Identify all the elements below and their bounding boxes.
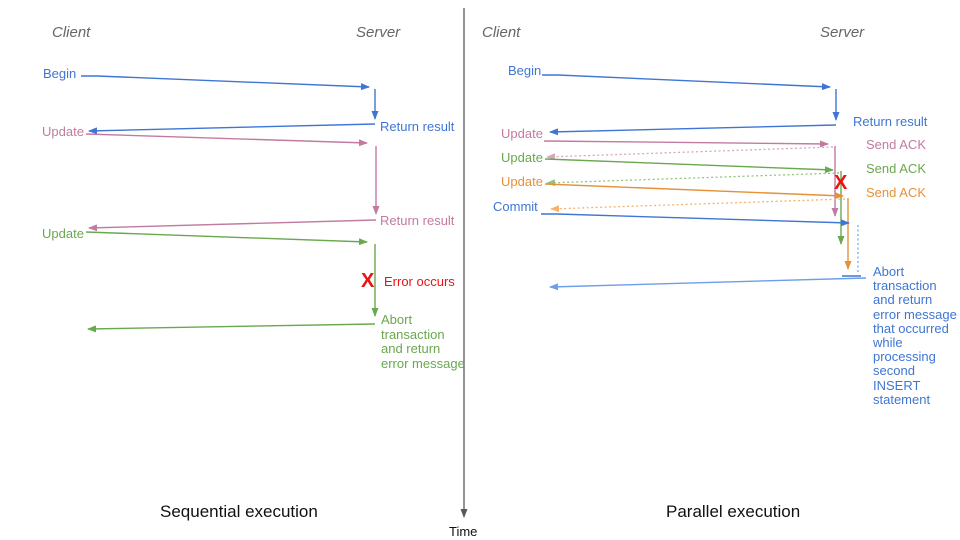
right-begin-request-arrow [542,74,831,91]
right-begin-label: Begin [508,63,542,78]
left-diagram-title: Sequential execution [160,502,318,521]
right-send-ack2-label: Send ACK [866,161,926,176]
left-abort-note: Abort transaction and return error messa… [381,312,465,371]
right-update1-request-arrow [543,140,829,148]
right-return-result-arrow [549,124,837,136]
left-return-result2-arrow [88,219,377,232]
left-server-header: Server [356,24,401,41]
right-update2-label: Update [501,150,543,165]
right-commit-label: Commit [493,199,538,214]
left-client-header: Client [52,24,91,41]
right-diagram-title: Parallel execution [666,502,801,521]
right-commit-request-arrow [541,213,850,227]
right-send-ack3-label: Send ACK [866,185,926,200]
right-client-header: Client [482,24,521,41]
right-update1-label: Update [501,126,543,141]
left-update1-request-arrow [85,133,368,147]
right-update2-request-arrow [544,158,834,174]
time-axis-label: Time [449,524,478,539]
left-return-result1-arrow [88,123,376,135]
left-abort-return-arrow [87,323,376,333]
right-send-ack1-arrow [546,146,834,161]
right-abort-return-arrow [549,277,867,291]
right-update3-label: Update [501,174,543,189]
right-send-ack3-arrow [550,198,846,213]
right-return-result-label: Return result [853,114,928,129]
left-return-result1-label: Return result [380,119,455,134]
right-update3-request-arrow [544,183,844,200]
left-update2-request-arrow [85,231,368,246]
left-update2-label: Update [42,226,84,241]
left-begin-label: Begin [43,66,77,81]
left-begin-request-arrow [81,75,370,91]
left-return-result2-label: Return result [380,213,455,228]
left-update1-label: Update [42,124,84,139]
left-error-label: Error occurs [384,274,455,289]
right-error-x-mark: X [834,172,848,194]
right-server-header: Server [820,24,865,41]
left-error-x-mark: X [361,270,375,292]
right-send-ack1-label: Send ACK [866,137,926,152]
right-send-ack2-arrow [546,172,840,187]
right-abort-note: Abort transaction and return error messa… [873,264,957,407]
